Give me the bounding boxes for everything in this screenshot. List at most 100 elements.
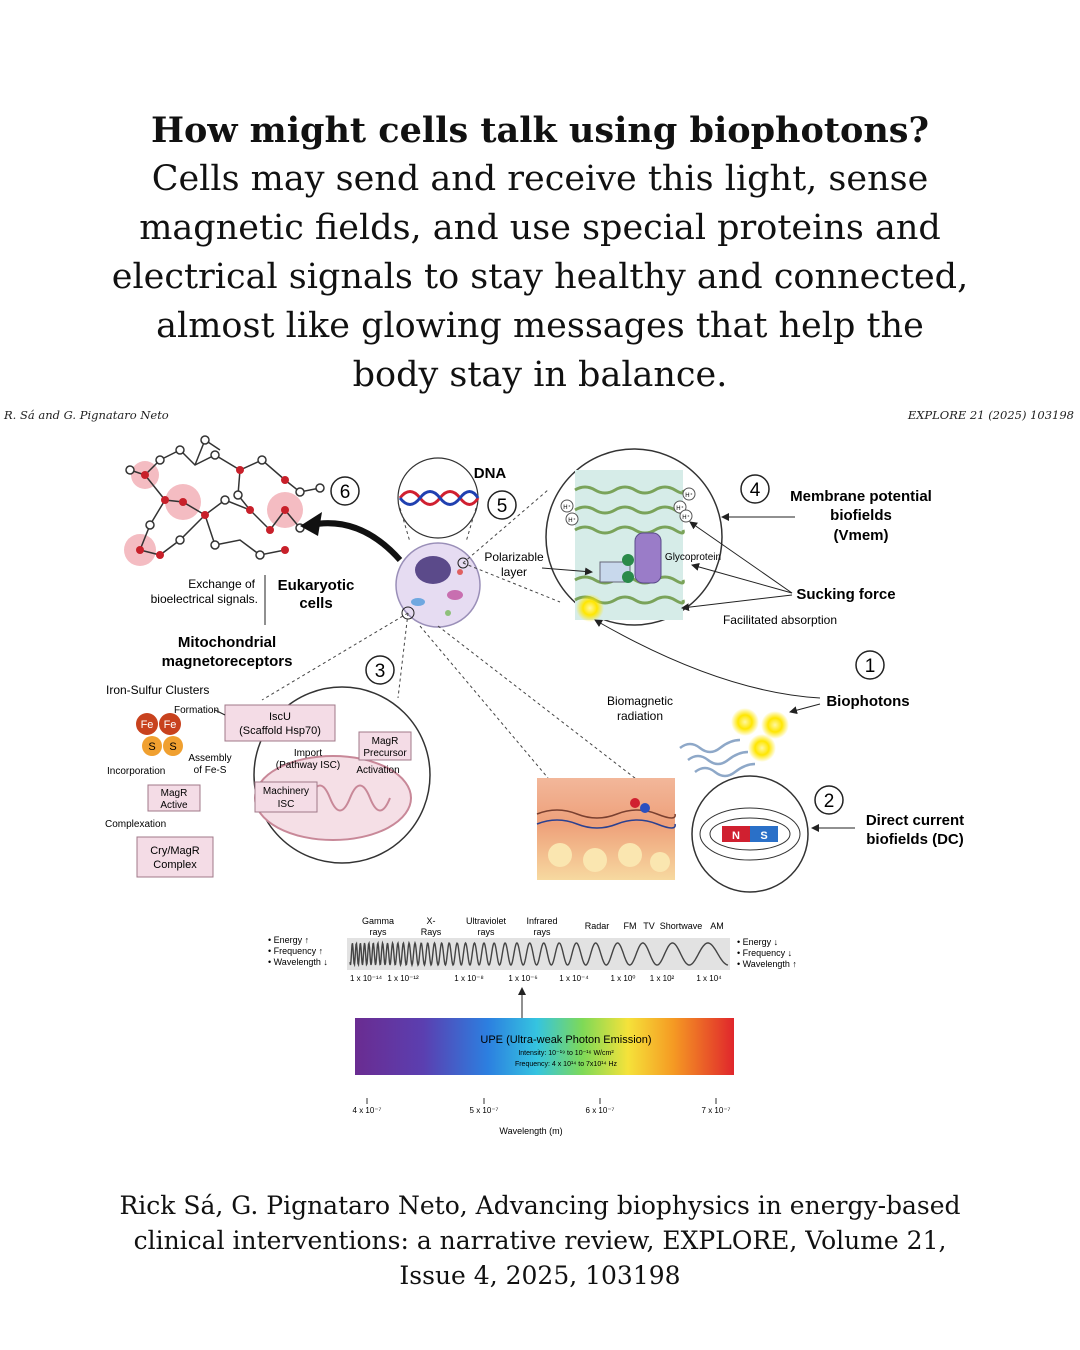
- molecular-network: [124, 435, 325, 566]
- iscu-label-1: IscU: [269, 711, 291, 723]
- legend-right-1: • Frequency ↓: [737, 948, 792, 958]
- exchange-label-1: Exchange of: [188, 577, 255, 591]
- figure-header-journal: EXPLORE 21 (2025) 103198: [907, 408, 1074, 422]
- legend-left-0: • Energy ↑: [268, 935, 309, 945]
- legend-left-2: • Wavelength ↓: [268, 957, 328, 967]
- upe-frequency: Frequency: 4 x 10¹⁴ to 7x10¹⁴ Hz: [515, 1061, 618, 1068]
- sucking-force-label: Sucking force: [796, 586, 895, 603]
- tick-5: 1 x 10⁰: [611, 974, 636, 983]
- tick-7: 1 x 10⁴: [696, 974, 722, 983]
- hplus-5: H⁺: [682, 514, 690, 521]
- em-wave: [349, 940, 729, 968]
- hplus-2: H⁺: [568, 517, 576, 524]
- upe-intensity: Intensity: 10⁻¹⁹ to 10⁻¹⁶ W/cm²: [518, 1050, 614, 1057]
- magr-active-1: MagR: [161, 788, 188, 799]
- s-atom-2: S: [169, 741, 176, 753]
- band-ir-2: rays: [533, 927, 551, 937]
- iscu-label-2: (Scaffold Hsp70): [239, 725, 321, 737]
- band-xray-1: X-: [427, 916, 436, 926]
- dc-label-1: Direct current: [866, 812, 964, 829]
- heading-body: Cells may send and receive this light, s…: [111, 159, 969, 395]
- magr-active-2: Active: [160, 800, 188, 811]
- polarizable-label-2: layer: [501, 565, 527, 579]
- figure-header-authors: R. Sá and G. Pignataro Neto: [4, 408, 169, 422]
- band-radar: Radar: [585, 921, 610, 931]
- citation: Rick Sá, G. Pignataro Neto, Advancing bi…: [119, 1191, 961, 1290]
- formation-label: Formation: [174, 705, 219, 716]
- crymagr-label-1: Cry/MagR: [150, 845, 200, 857]
- assembly-label-1: Assembly: [188, 753, 231, 764]
- polarizable-label-1: Polarizable: [484, 550, 544, 564]
- tick-4: 1 x 10⁻⁴: [559, 974, 589, 983]
- machinery-label-1: Machinery: [263, 786, 309, 797]
- legend-right-0: • Energy ↓: [737, 937, 778, 947]
- band-uv-2: rays: [477, 927, 495, 937]
- tick-6: 1 x 10²: [650, 974, 675, 983]
- tick-2: 1 x 10⁻⁸: [454, 974, 483, 983]
- glycoprotein-label: Glycoprotein: [665, 552, 721, 563]
- tick-0: 1 x 10⁻¹⁴: [350, 974, 383, 983]
- activation-label: Activation: [356, 765, 399, 776]
- eukaryotic-label-1: Eukaryotic: [278, 577, 355, 594]
- band-uv-1: Ultraviolet: [466, 916, 507, 926]
- step-number-5: 5: [497, 496, 508, 517]
- membrane-label-3: (Vmem): [833, 527, 888, 544]
- band-xray-2: Rays: [421, 927, 442, 937]
- tick-1: 1 x 10⁻¹²: [387, 974, 419, 983]
- spectrum-legend-left: • Energy ↑ • Frequency ↑ • Wavelength ↓: [268, 935, 328, 967]
- magnet-s: S: [760, 830, 767, 842]
- wl-tick-1: 5 x 10⁻⁷: [470, 1106, 499, 1115]
- iron-sulfur-label: Iron-Sulfur Clusters: [106, 683, 209, 697]
- wavelength-label: Wavelength (m): [499, 1126, 562, 1136]
- facilitated-label: Facilitated absorption: [723, 613, 837, 627]
- step-number-3: 3: [375, 661, 386, 682]
- biophoton-diagram: 6 Exchange of bioelectrical signals. Euk…: [105, 435, 964, 1136]
- incorporation-label: Incorporation: [107, 766, 165, 777]
- dna-label: DNA: [474, 465, 507, 482]
- magr-precursor-1: MagR: [372, 736, 399, 747]
- legend-right-2: • Wavelength ↑: [737, 959, 797, 969]
- band-gamma-1: Gamma: [362, 916, 394, 926]
- band-am: AM: [710, 921, 724, 931]
- biomagnetic-label-2: radiation: [617, 709, 663, 723]
- mito-label-2: magnetoreceptors: [162, 653, 293, 670]
- fe-atom-1: Fe: [141, 719, 154, 731]
- heading-block: How might cells talk using biophotons? C…: [40, 106, 1040, 400]
- band-fm: FM: [624, 921, 637, 931]
- biomagnetic-label-1: Biomagnetic: [607, 694, 673, 708]
- step-number-2: 2: [824, 791, 835, 812]
- band-ir-1: Infrared: [526, 916, 557, 926]
- band-shortwave: Shortwave: [660, 921, 703, 931]
- spectrum-legend-right: • Energy ↓ • Frequency ↓ • Wavelength ↑: [737, 937, 797, 969]
- band-tv: TV: [643, 921, 655, 931]
- wl-tick-3: 7 x 10⁻⁷: [702, 1106, 731, 1115]
- magr-precursor-2: Precursor: [363, 748, 407, 759]
- spectrum-ticks: 1 x 10⁻¹⁴ 1 x 10⁻¹² 1 x 10⁻⁸ 1 x 10⁻⁶ 1 …: [350, 974, 722, 983]
- hplus-3: H⁺: [676, 505, 684, 512]
- step-number-6: 6: [340, 482, 351, 503]
- complexation-label: Complexation: [105, 819, 166, 830]
- assembly-label-2: of Fe-S: [194, 765, 227, 776]
- mito-label-1: Mitochondrial: [178, 634, 276, 651]
- step-number-1: 1: [865, 656, 876, 677]
- membrane-label-1: Membrane potential: [790, 488, 932, 505]
- import-label-1: Import: [294, 748, 323, 759]
- machinery-label-2: ISC: [278, 799, 295, 810]
- eukaryotic-cell: [395, 542, 481, 628]
- magnet-n: N: [732, 830, 740, 842]
- import-label-2: (Pathway ISC): [276, 760, 340, 771]
- heading-question: How might cells talk using biophotons?: [150, 110, 930, 151]
- band-gamma-2: rays: [369, 927, 387, 937]
- s-atom-1: S: [148, 741, 155, 753]
- spectrum-band-labels: Gamma rays X- Rays Ultraviolet rays Infr…: [362, 916, 724, 937]
- skin-tissue: [536, 778, 676, 880]
- exchange-label-2: bioelectrical signals.: [151, 592, 258, 606]
- hplus-4: H⁺: [685, 492, 693, 499]
- wl-tick-0: 4 x 10⁻⁷: [353, 1106, 382, 1115]
- hplus-1: H⁺: [563, 504, 571, 511]
- wl-tick-2: 6 x 10⁻⁷: [586, 1106, 615, 1115]
- dc-label-2: biofields (DC): [866, 831, 964, 848]
- legend-left-1: • Frequency ↑: [268, 946, 323, 956]
- tick-3: 1 x 10⁻⁶: [508, 974, 537, 983]
- fe-atom-2: Fe: [164, 719, 177, 731]
